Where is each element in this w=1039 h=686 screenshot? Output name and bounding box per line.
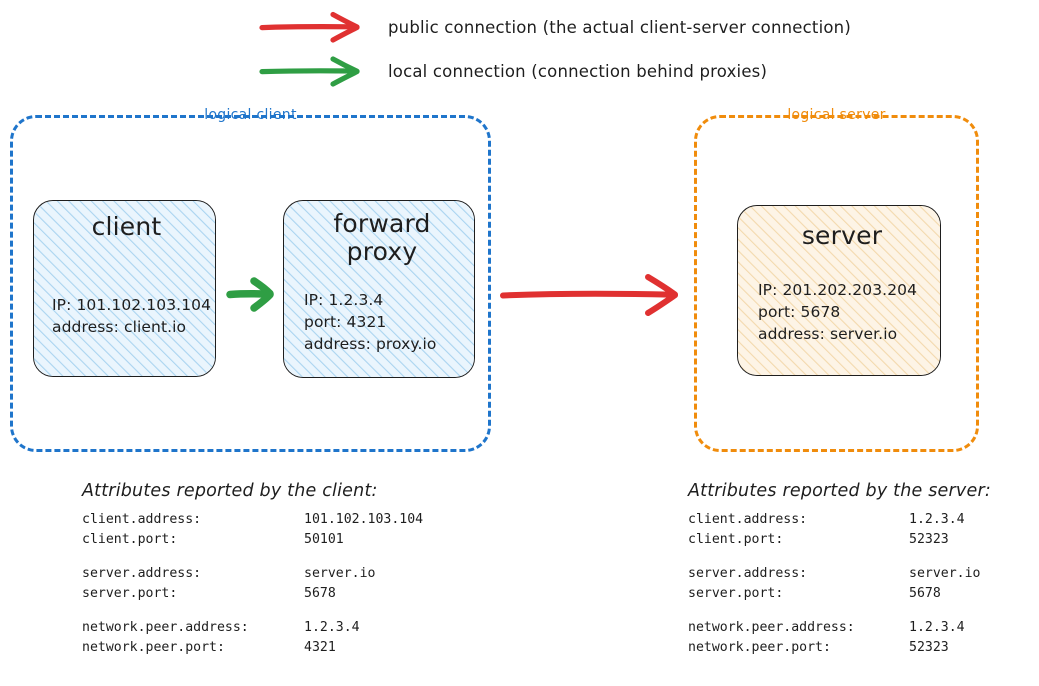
table-row: network.peer.address: 1.2.3.4 bbox=[82, 618, 423, 638]
table-row: client.port: 52323 bbox=[688, 530, 980, 550]
node-server[interactable]: server IP: 201.202.203.204 port: 5678 ad… bbox=[737, 205, 941, 376]
attr-key: network.peer.address: bbox=[688, 620, 855, 636]
table-row-spacer bbox=[82, 549, 423, 564]
table-row-spacer bbox=[688, 603, 980, 618]
table-row-spacer bbox=[688, 549, 980, 564]
node-server-title: server bbox=[801, 221, 883, 250]
arrow-client-to-proxy bbox=[226, 277, 274, 312]
attr-key: network.peer.port: bbox=[688, 639, 831, 655]
group-logical-client: logical client bbox=[10, 107, 491, 452]
attr-key: client.port: bbox=[688, 531, 784, 547]
table-row-spacer bbox=[82, 603, 423, 618]
attr-value: 101.102.103.104 bbox=[304, 512, 424, 527]
attributes-client-heading: Attributes reported by the client: bbox=[82, 481, 378, 501]
legend-label-local: local connection (connection behind prox… bbox=[388, 61, 768, 81]
node-client-title: client bbox=[91, 212, 162, 241]
table-row: network.peer.port: 52323 bbox=[688, 638, 980, 658]
node-client-ip: IP: 101.102.103.104 bbox=[52, 296, 212, 314]
attributes-server-table: client.address: 1.2.3.4 client.port: 523… bbox=[688, 510, 980, 657]
node-forward-proxy-ip: IP: 1.2.3.4 bbox=[304, 291, 384, 309]
attr-value: 1.2.3.4 bbox=[909, 620, 965, 636]
hatch-fill bbox=[284, 201, 474, 377]
node-forward-proxy[interactable]: forward proxy IP: 1.2.3.4 port: 4321 add… bbox=[283, 200, 475, 378]
table-row: server.address: server.io bbox=[688, 564, 980, 584]
attr-key: network.peer.address: bbox=[82, 620, 249, 636]
attr-key: client.address: bbox=[82, 512, 202, 527]
attr-value: server.io bbox=[909, 566, 981, 582]
attr-key: client.address: bbox=[688, 512, 808, 527]
hatch-fill bbox=[738, 206, 940, 375]
attr-key: server.port: bbox=[688, 585, 784, 601]
node-forward-proxy-address: address: proxy.io bbox=[304, 335, 437, 353]
table-row: network.peer.address: 1.2.3.4 bbox=[688, 618, 980, 638]
attr-value: 50101 bbox=[304, 531, 344, 547]
attr-value: 1.2.3.4 bbox=[304, 620, 360, 636]
group-label-logical-client: logical client bbox=[204, 107, 297, 123]
attr-value: 5678 bbox=[304, 585, 336, 601]
table-row: client.port: 50101 bbox=[82, 530, 423, 550]
legend-item-public: public connection (the actual client-ser… bbox=[258, 10, 851, 44]
node-forward-proxy-title-line2: proxy bbox=[346, 237, 418, 266]
node-server-port: port: 5678 bbox=[758, 303, 841, 321]
node-forward-proxy-title-line1: forward bbox=[333, 209, 431, 238]
node-server-details: IP: 201.202.203.204 port: 5678 address: … bbox=[758, 279, 926, 345]
red-arrow-icon bbox=[259, 11, 360, 43]
attr-key: client.port: bbox=[82, 531, 178, 547]
table-row: server.port: 5678 bbox=[688, 584, 980, 604]
hatch-fill bbox=[34, 201, 215, 376]
table-row: server.address: server.io bbox=[82, 564, 423, 584]
group-logical-server: logical server bbox=[694, 107, 979, 452]
attributes-server-block: Attributes reported by the server: clien… bbox=[688, 481, 991, 657]
node-server-address: address: server.io bbox=[758, 325, 898, 343]
attr-key: network.peer.port: bbox=[82, 639, 225, 655]
table-row: client.address: 101.102.103.104 bbox=[82, 510, 423, 530]
attr-value: 4321 bbox=[304, 639, 336, 655]
attr-value: server.io bbox=[304, 566, 376, 582]
table-row: network.peer.port: 4321 bbox=[82, 638, 423, 658]
node-client-details: IP: 101.102.103.104 address: client.io bbox=[52, 294, 212, 338]
attr-value: 1.2.3.4 bbox=[909, 512, 965, 527]
node-forward-proxy-port: port: 4321 bbox=[304, 313, 387, 331]
attr-key: server.port: bbox=[82, 585, 178, 601]
attr-key: server.address: bbox=[688, 566, 808, 582]
attr-value: 5678 bbox=[909, 585, 941, 601]
table-row: client.address: 1.2.3.4 bbox=[688, 510, 980, 530]
legend-label-public: public connection (the actual client-ser… bbox=[388, 17, 851, 37]
attributes-server-heading: Attributes reported by the server: bbox=[688, 481, 991, 501]
node-forward-proxy-title: forward proxy bbox=[304, 210, 460, 266]
arrow-public-connection bbox=[500, 274, 678, 316]
attr-value: 52323 bbox=[909, 531, 949, 547]
node-client-address: address: client.io bbox=[52, 318, 187, 336]
node-forward-proxy-details: IP: 1.2.3.4 port: 4321 address: proxy.io bbox=[304, 289, 460, 355]
node-client[interactable]: client IP: 101.102.103.104 address: clie… bbox=[33, 200, 216, 377]
attributes-client-block: Attributes reported by the client: clien… bbox=[82, 481, 423, 657]
attributes-client-table: client.address: 101.102.103.104 client.p… bbox=[82, 510, 423, 657]
group-label-logical-server: logical server bbox=[787, 107, 886, 123]
attr-value: 52323 bbox=[909, 639, 949, 655]
node-server-ip: IP: 201.202.203.204 bbox=[758, 281, 918, 299]
green-arrow-icon bbox=[259, 56, 360, 87]
legend-item-local: local connection (connection behind prox… bbox=[258, 54, 767, 88]
attr-key: server.address: bbox=[82, 566, 202, 582]
table-row: server.port: 5678 bbox=[82, 584, 423, 604]
